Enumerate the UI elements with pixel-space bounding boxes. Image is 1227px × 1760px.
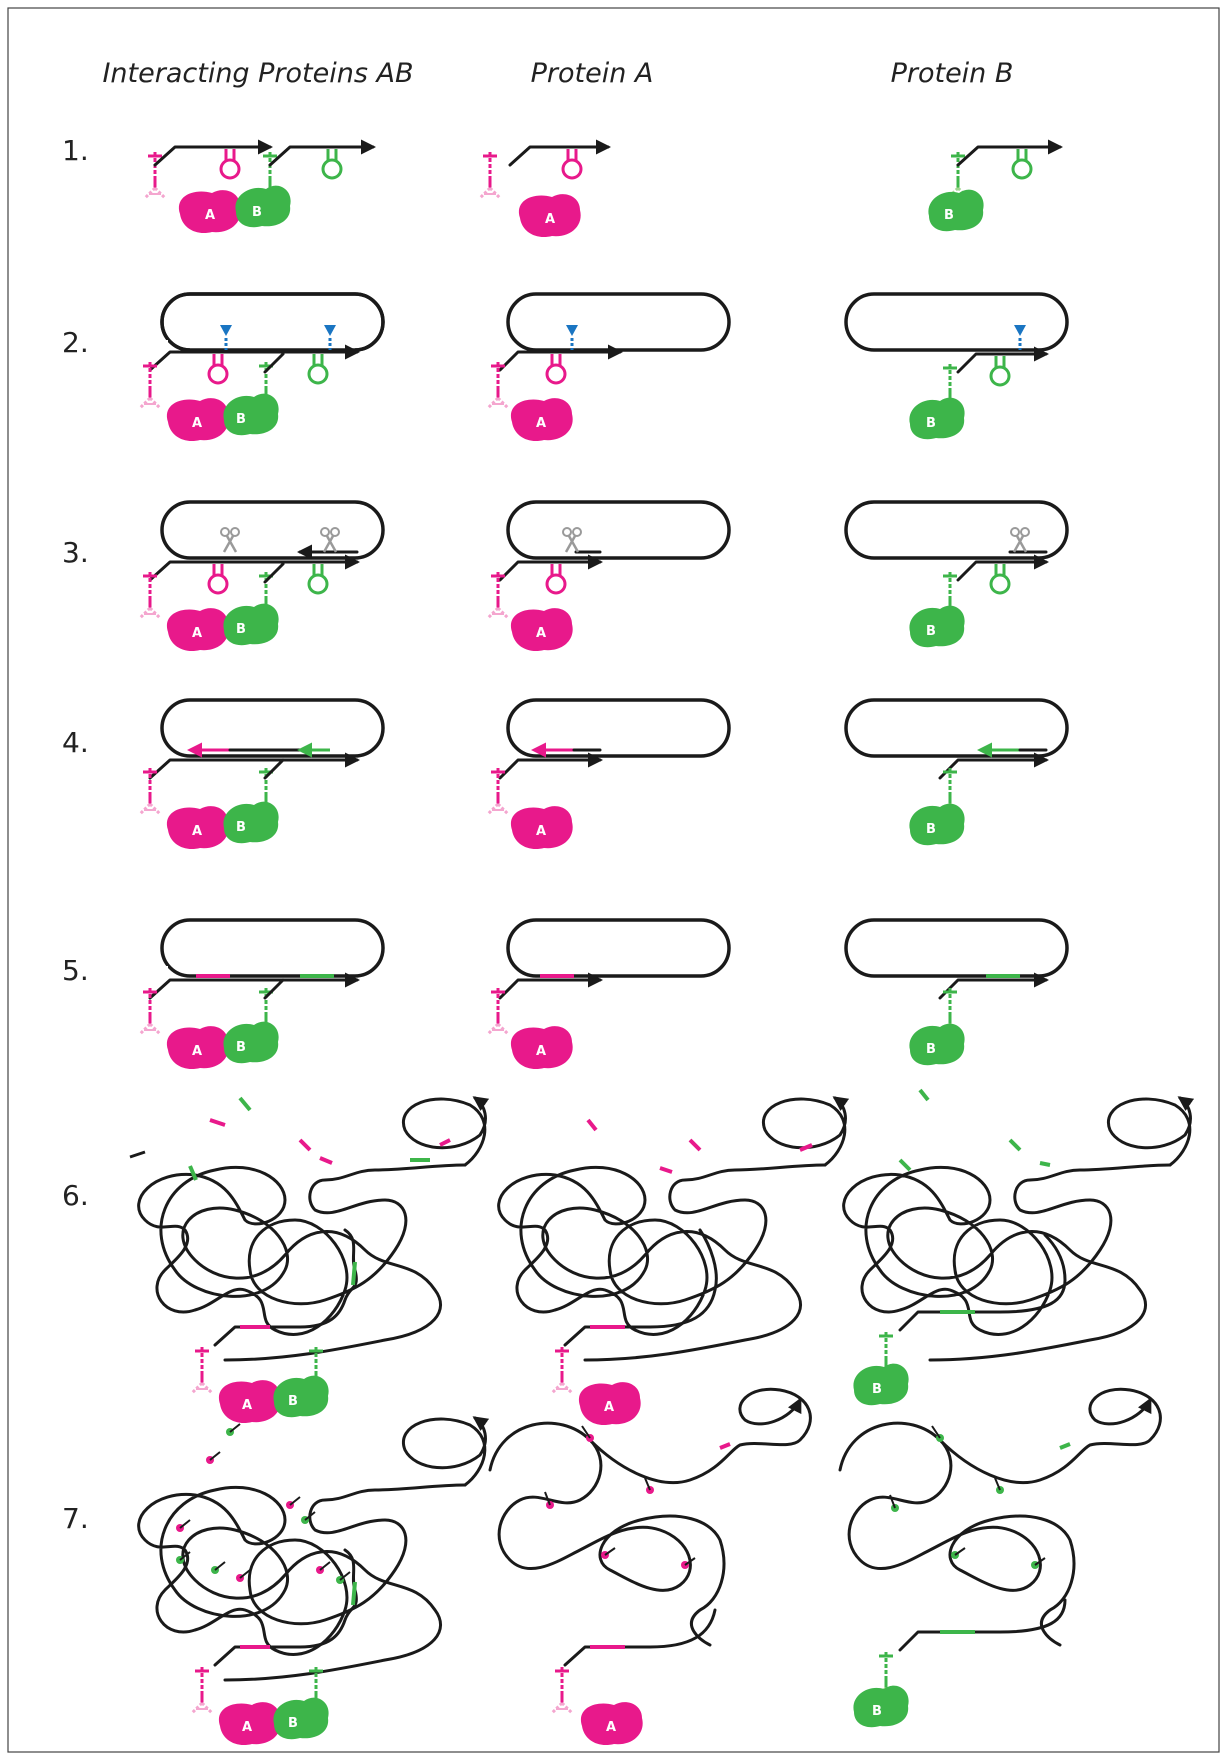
protein-b-label: B <box>926 416 936 431</box>
step-2-protein-b: B <box>844 292 1069 440</box>
plasmid-circle <box>160 292 385 352</box>
protein-a-label: A <box>604 1400 614 1415</box>
step-6-protein-b: B <box>842 1088 1192 1406</box>
protein-b-label: B <box>872 1704 882 1719</box>
protein-a-label: A <box>192 416 202 431</box>
step-2-protein-a: A <box>486 292 731 442</box>
protein-b-label: B <box>236 1040 246 1055</box>
nick-marker-icon <box>566 325 578 336</box>
protein-b-label: B <box>236 820 246 835</box>
protein-b-label: B <box>926 624 936 639</box>
protein-b-label: B <box>288 1394 298 1409</box>
protein-a-label: A <box>536 416 546 431</box>
scissors-icon <box>219 526 241 554</box>
protein-b-label: B <box>944 208 954 223</box>
protein-a-label: A <box>536 824 546 839</box>
scissors-icon <box>561 526 583 554</box>
step-6-protein-a: A <box>497 1096 847 1426</box>
step-label-5: 5. <box>62 954 89 987</box>
step-label-7: 7. <box>62 1502 89 1535</box>
step-4-protein-a: A <box>486 698 731 850</box>
step-label-4: 4. <box>62 726 89 759</box>
column-title-interacting: Interacting Proteins AB <box>102 58 413 89</box>
protein-a-label: A <box>536 1044 546 1059</box>
step-1-protein-a: A <box>478 139 611 238</box>
step-3-protein-a: A <box>486 500 731 652</box>
protein-b-label: B <box>288 1716 298 1731</box>
step-5-protein-a: A <box>486 918 731 1070</box>
step-label-6: 6. <box>62 1179 89 1212</box>
column-title-protein-a: Protein A <box>531 58 654 89</box>
protein-a-label: A <box>536 626 546 641</box>
step-label-1: 1. <box>62 134 89 167</box>
step-6-interacting: A B <box>129 1096 487 1424</box>
step-label-2: 2. <box>62 326 89 359</box>
protein-b-label: B <box>252 205 262 220</box>
protein-a-label: A <box>242 1720 252 1735</box>
step-label-3: 3. <box>62 536 89 569</box>
probe-dots <box>176 1423 351 1584</box>
step-5-protein-b: B <box>844 918 1069 1066</box>
scissors-icon <box>319 526 341 554</box>
nick-marker-icon <box>220 325 232 336</box>
step-3-protein-b: B <box>844 500 1069 648</box>
step-7-protein-b: B <box>838 1387 1162 1728</box>
protein-a-label: A <box>205 208 215 223</box>
protein-b-label: B <box>926 822 936 837</box>
column-title-protein-b: Protein B <box>891 58 1014 89</box>
protein-a-label: A <box>606 1720 616 1735</box>
protein-a-label: A <box>192 824 202 839</box>
step-7-interacting: A B <box>137 1416 487 1746</box>
figure-frame <box>7 7 1220 1753</box>
protein-b-label: B <box>236 412 246 427</box>
protein-b-label: B <box>872 1382 882 1397</box>
protein-a-label: A <box>242 1398 252 1413</box>
step-7-protein-a: A <box>488 1387 812 1746</box>
protein-b-label: B <box>236 622 246 637</box>
step-1-interacting: A B <box>143 139 376 234</box>
scissors-icon <box>1009 526 1031 554</box>
protein-b-label: B <box>926 1042 936 1057</box>
protein-a-label: A <box>545 212 555 227</box>
step-2-interacting: A B <box>138 292 385 442</box>
step-3-interacting: A B <box>138 500 385 652</box>
nick-marker-icon <box>324 325 336 336</box>
step-1-protein-b: B <box>928 139 1063 232</box>
nick-marker-icon <box>1014 325 1026 336</box>
step-5-interacting: A B <box>138 918 385 1070</box>
protein-a-label: A <box>192 1044 202 1059</box>
protein-a-label: A <box>192 626 202 641</box>
protein-b-blob <box>235 185 291 228</box>
step-4-protein-b: B <box>844 698 1069 846</box>
step-4-interacting: A B <box>138 698 385 850</box>
